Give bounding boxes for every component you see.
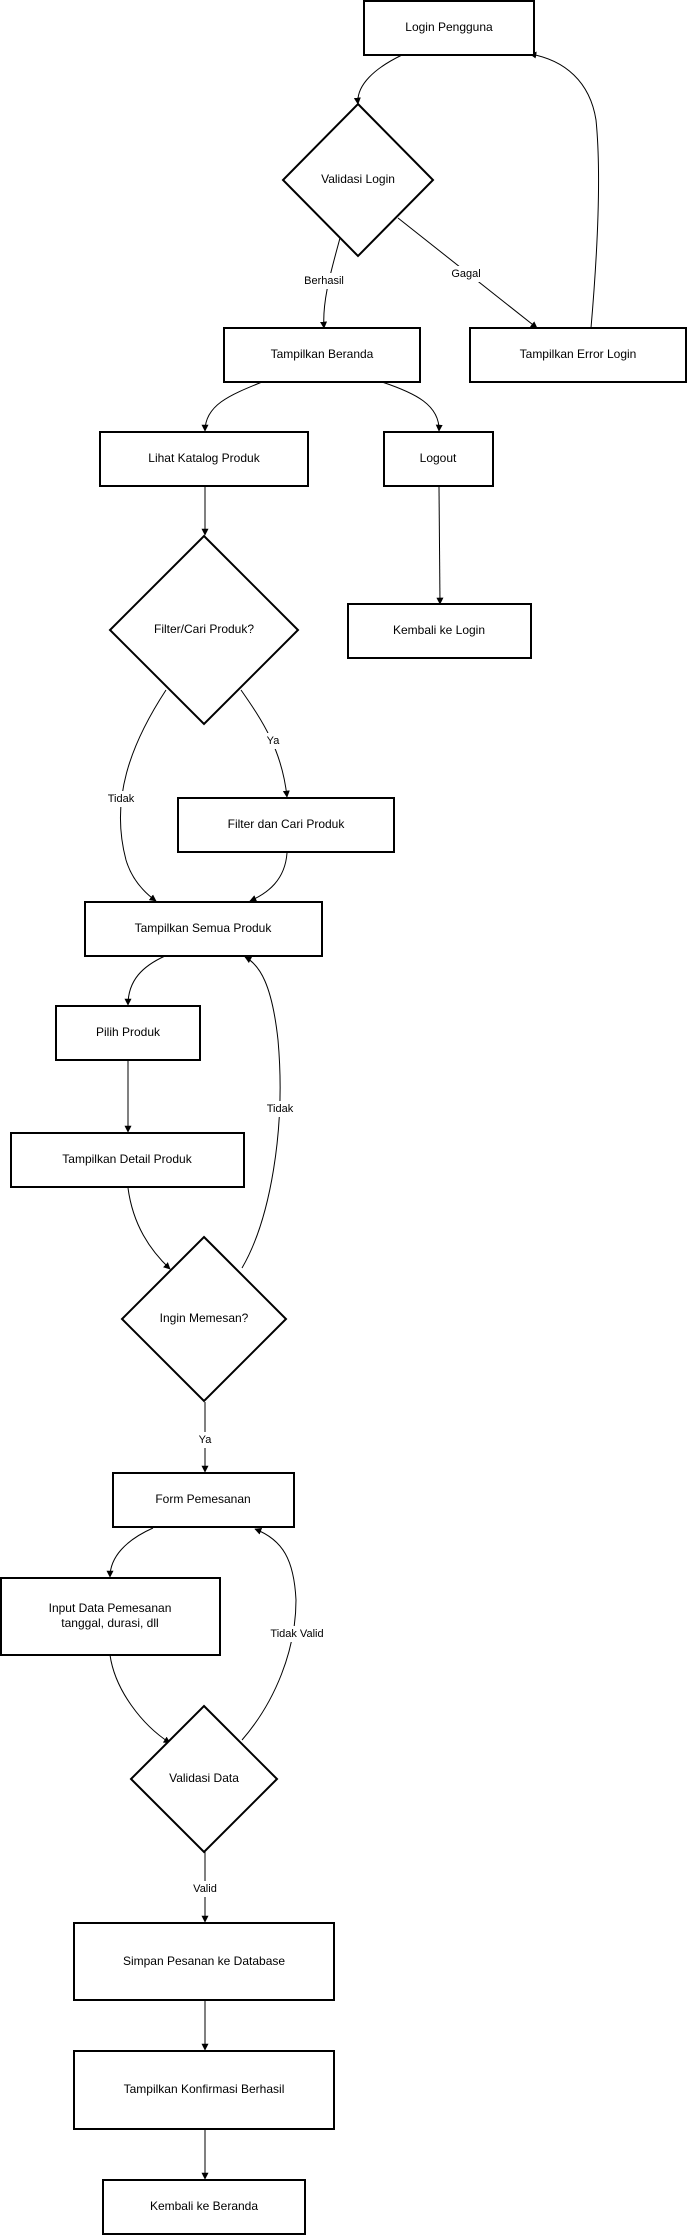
node-kembali-ke-login: Kembali ke Login: [347, 603, 532, 659]
svg-text:Valid: Valid: [193, 1883, 217, 1895]
node-kembali-ke-beranda: Kembali ke Beranda: [102, 2179, 306, 2235]
node-tampilkan-detail-produk: Tampilkan Detail Produk: [10, 1132, 245, 1188]
edge-label-valid: Valid: [189, 1881, 221, 1897]
svg-text:Berhasil: Berhasil: [304, 275, 344, 287]
svg-text:Tampilkan Semua Produk: Tampilkan Semua Produk: [135, 921, 273, 935]
svg-text:Ya: Ya: [199, 1434, 213, 1446]
svg-text:tanggal, durasi, dll: tanggal, durasi, dll: [61, 1616, 158, 1630]
node-filter-dan-cari-produk: Filter dan Cari Produk: [177, 797, 395, 853]
node-tampilkan-konfirmasi: Tampilkan Konfirmasi Berhasil: [73, 2050, 335, 2130]
node-input-data-pemesanan: Input Data Pemesanan tanggal, durasi, dl…: [0, 1577, 221, 1656]
svg-text:Filter dan Cari Produk: Filter dan Cari Produk: [228, 817, 346, 831]
svg-text:Tampilkan Error Login: Tampilkan Error Login: [520, 347, 637, 361]
edge-beranda-to-katalog: [201, 381, 263, 432]
edge-logout-to-kembali-login: [436, 486, 444, 605]
edge-labels: Berhasil Gagal Ya Tidak Tidak Ya: [104, 266, 481, 1897]
edge-detail-to-ingin: [127, 1187, 171, 1270]
edge-input-to-validasi-data: [109, 1654, 171, 1744]
svg-text:Filter/Cari Produk?: Filter/Cari Produk?: [154, 622, 254, 636]
svg-text:Tampilkan Detail Produk: Tampilkan Detail Produk: [62, 1152, 192, 1166]
edges: [106, 51, 599, 2180]
node-tampilkan-error-login: Tampilkan Error Login: [469, 327, 687, 383]
edge-beranda-to-logout: [381, 381, 443, 432]
edge-label-tidak-valid: Tidak Valid: [268, 1626, 326, 1642]
edge-filter-to-semua: [249, 852, 288, 902]
svg-text:Lihat Katalog Produk: Lihat Katalog Produk: [148, 451, 260, 465]
svg-text:Tidak Valid: Tidak Valid: [270, 1628, 323, 1640]
node-tampilkan-beranda: Tampilkan Beranda: [223, 327, 421, 383]
svg-text:Simpan Pesanan ke Database: Simpan Pesanan ke Database: [123, 1954, 285, 1968]
svg-text:Login Pengguna: Login Pengguna: [405, 20, 493, 34]
edge-filterq-to-semua-tidak: [119, 689, 167, 902]
node-ingin-memesan: Ingin Memesan?: [120, 1235, 288, 1403]
edge-label-ya-filter: Ya: [263, 733, 283, 749]
svg-text:Validasi Data: Validasi Data: [169, 1771, 239, 1785]
node-simpan-pesanan: Simpan Pesanan ke Database: [73, 1922, 335, 2001]
node-filter-cari-question: Filter/Cari Produk?: [108, 534, 300, 726]
svg-text:Tampilkan Beranda: Tampilkan Beranda: [271, 347, 374, 361]
edge-label-berhasil: Berhasil: [302, 273, 346, 289]
svg-text:Tampilkan Konfirmasi Berhasil: Tampilkan Konfirmasi Berhasil: [124, 2082, 285, 2096]
node-lihat-katalog-produk: Lihat Katalog Produk: [99, 431, 309, 487]
svg-text:Ya: Ya: [267, 735, 281, 747]
svg-text:Kembali ke Login: Kembali ke Login: [393, 623, 485, 637]
edge-semua-to-pilih: [124, 955, 166, 1006]
svg-text:Tidak: Tidak: [267, 1103, 294, 1115]
node-validasi-data: Validasi Data: [129, 1704, 279, 1854]
node-validasi-login: Validasi Login: [281, 102, 435, 258]
node-form-pemesanan: Form Pemesanan: [112, 1472, 295, 1528]
svg-text:Tidak: Tidak: [108, 793, 135, 805]
svg-text:Validasi Login: Validasi Login: [321, 172, 395, 186]
node-login-pengguna: Login Pengguna: [363, 0, 535, 56]
svg-text:Pilih Produk: Pilih Produk: [96, 1025, 161, 1039]
edge-label-ya-pesan: Ya: [194, 1432, 216, 1448]
svg-text:Gagal: Gagal: [451, 268, 480, 280]
edge-validasi-data-to-form-tidak-valid: [241, 1528, 297, 1741]
edge-form-to-input: [106, 1527, 154, 1578]
node-pilih-produk: Pilih Produk: [55, 1005, 201, 1061]
edge-error-to-login: [529, 51, 599, 329]
svg-text:Form Pemesanan: Form Pemesanan: [155, 1492, 250, 1506]
svg-text:Input Data Pemesanan: Input Data Pemesanan: [49, 1601, 172, 1615]
edge-ingin-to-semua-tidak: [241, 956, 281, 1269]
svg-text:Kembali ke Beranda: Kembali ke Beranda: [150, 2199, 258, 2213]
edge-label-gagal: Gagal: [449, 266, 481, 282]
edge-label-tidak-pesan: Tidak: [263, 1101, 295, 1117]
edge-label-tidak-filter: Tidak: [104, 791, 136, 807]
svg-text:Ingin Memesan?: Ingin Memesan?: [160, 1311, 249, 1325]
edge-login-to-validasi: [353, 54, 403, 105]
node-tampilkan-semua-produk: Tampilkan Semua Produk: [84, 901, 323, 957]
svg-text:Logout: Logout: [420, 451, 457, 465]
node-logout: Logout: [383, 431, 494, 487]
